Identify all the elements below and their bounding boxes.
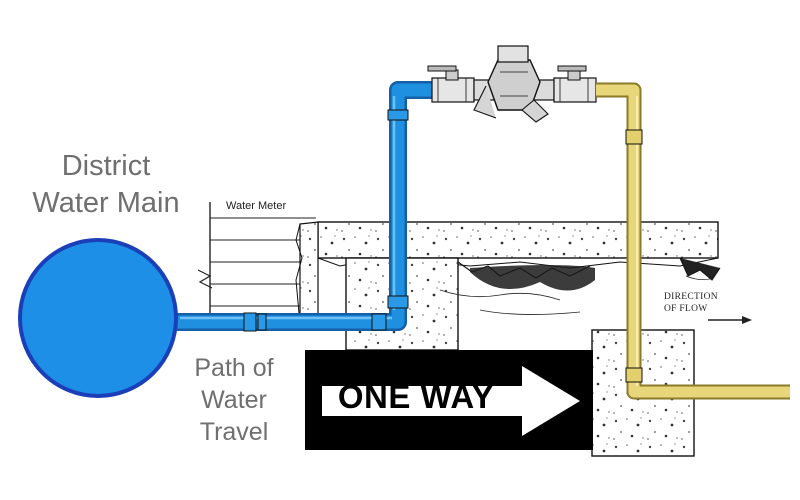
ground-hatch [439, 275, 715, 315]
district-water-main-label: District Water Main [20, 148, 192, 222]
main-label-line2: Water Main [32, 187, 180, 219]
path-label-line1: Path of [194, 354, 274, 382]
path-of-water-label: Path of Water Travel [176, 352, 292, 448]
water-meter-label: Water Meter [226, 200, 287, 212]
flow-label-line1: DIRECTION [664, 292, 718, 302]
one-way-sign-text: ONE WAY [337, 378, 495, 415]
gate-valve-left-icon [427, 65, 475, 103]
one-way-sign [305, 350, 593, 450]
path-label-line3: Travel [199, 418, 269, 446]
backflow-preventer-icon [473, 45, 555, 123]
flow-arrow-icon [708, 316, 752, 324]
meter-box [197, 202, 319, 330]
main-label-line1: District [61, 150, 151, 182]
gate-valve-right-icon [553, 65, 597, 103]
yellow-service-pipe [596, 82, 790, 400]
path-label-line2: Water [201, 386, 267, 414]
flow-label-line2: OF FLOW [664, 304, 708, 314]
direction-of-flow-label: DIRECTION OF FLOW [664, 291, 718, 315]
left-footing [345, 257, 595, 351]
district-water-main [18, 238, 178, 398]
blue-supply-pipe [176, 81, 432, 332]
